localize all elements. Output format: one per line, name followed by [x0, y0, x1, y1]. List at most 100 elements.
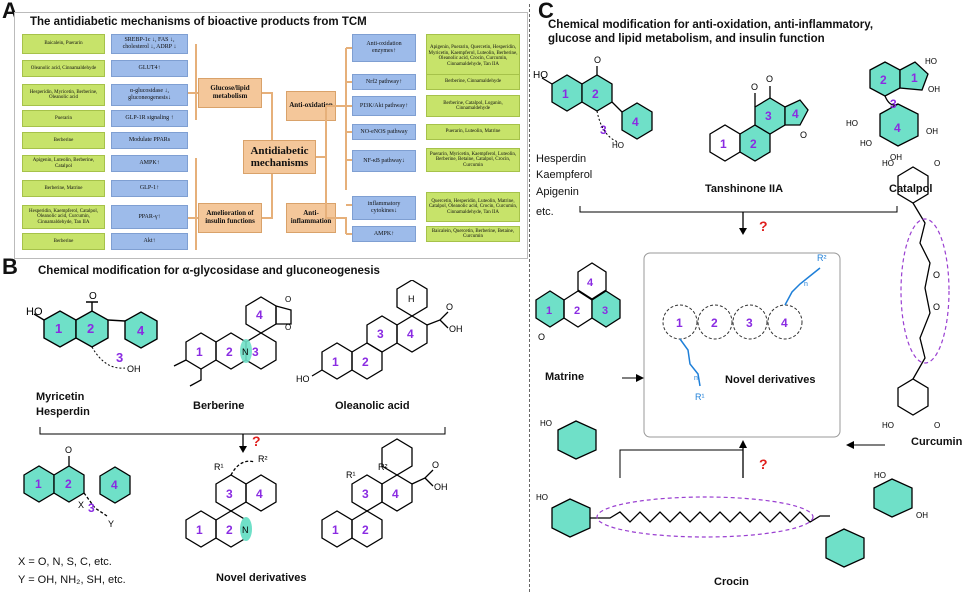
svg-text:OH: OH	[916, 511, 928, 520]
label-hesperdin-c: Hesperdin	[536, 153, 587, 165]
svg-text:1: 1	[546, 305, 552, 317]
mechanism-right-0: Anti-oxidation enzymes↑	[352, 34, 416, 62]
y-note: Y = OH, NH₂, SH, etc.	[18, 574, 126, 586]
panel-b-structures: HO O 1 2 3 4 OH 1 2 3 4 N O O 1 2 3 4 O …	[23, 280, 463, 548]
mechanism-right-2: PI3K/Akt pathway↑	[352, 96, 416, 116]
svg-text:2: 2	[592, 87, 599, 101]
svg-text:N: N	[242, 347, 249, 357]
label-berberine: Berberine	[193, 400, 245, 412]
svg-text:O: O	[751, 82, 758, 92]
label-hesperdin-b: Hesperdin	[36, 406, 90, 418]
compounds-left-0: Baicalein, Puerarin	[22, 34, 105, 54]
svg-text:OH: OH	[926, 127, 938, 136]
svg-text:3: 3	[600, 123, 607, 137]
panel-a-title: The antidiabetic mechanisms of bioactive…	[30, 16, 367, 28]
ring-1-num: 1	[55, 321, 62, 336]
svg-text:R²: R²	[258, 454, 268, 464]
label-novel-c: Novel derivatives	[725, 374, 816, 386]
svg-text:2: 2	[226, 345, 233, 359]
label-matrine: Matrine	[545, 371, 585, 383]
svg-text:2: 2	[362, 523, 369, 537]
svg-text:1: 1	[720, 137, 727, 151]
svg-text:4: 4	[894, 121, 901, 135]
compounds-left-2: Hesperidin, Myricetin, Berberine, Oleano…	[22, 84, 105, 106]
svg-text:1: 1	[676, 316, 683, 330]
compounds-right-3: Puerarin, Luteolin, Matrine	[426, 124, 520, 140]
svg-text:HO: HO	[533, 70, 548, 81]
svg-text:1: 1	[332, 355, 339, 369]
svg-text:HO: HO	[846, 119, 858, 128]
mechanism-right-5: inflammatory cytokines↓	[352, 196, 416, 220]
mechanism-left-3: GLP-1R signaling ↑	[111, 110, 188, 127]
panel-divider	[529, 4, 530, 592]
svg-text:X: X	[78, 500, 84, 510]
mechanism-right-1: Nrf2 pathway↑	[352, 74, 416, 90]
mechanism-right-3: NO-eNOS pathway	[352, 124, 416, 140]
svg-text:HO: HO	[874, 471, 886, 480]
mechanism-left-5: AMPK↑	[111, 155, 188, 172]
hub-insulin: Amelioration of insulin functions	[198, 203, 262, 233]
hub-glucose-lipid: Glucose/lipid metabolism	[198, 78, 262, 108]
svg-text:O: O	[285, 295, 291, 304]
svg-text:n: n	[804, 281, 808, 288]
panel-a-letter: A	[2, 0, 18, 23]
label-catalpol: Catalpol	[889, 183, 933, 195]
ho-label-1: HO	[26, 306, 43, 318]
svg-text:4: 4	[587, 277, 594, 289]
svg-text:1: 1	[35, 477, 42, 491]
svg-text:2: 2	[750, 137, 757, 151]
label-etc: etc.	[536, 206, 554, 218]
berberine-structure	[173, 296, 292, 387]
svg-text:4: 4	[392, 487, 399, 501]
compounds-left-7: Hesperidin, Kaempferol, Catalpol, Oleano…	[22, 205, 105, 229]
svg-text:O: O	[594, 55, 601, 65]
svg-text:HO: HO	[860, 139, 872, 148]
svg-text:1: 1	[196, 523, 203, 537]
svg-text:O: O	[65, 445, 72, 455]
svg-text:R¹: R¹	[346, 470, 356, 480]
svg-text:O: O	[446, 302, 453, 312]
compounds-right-5: Quercetin, Hesperidin, Luteolin, Matrine…	[426, 192, 520, 222]
svg-text:1: 1	[911, 71, 918, 85]
svg-text:O: O	[766, 74, 773, 84]
oh-label-1: OH	[127, 364, 141, 374]
label-crocin: Crocin	[714, 576, 749, 588]
svg-text:OH: OH	[449, 324, 463, 334]
oleanolic-structure	[311, 280, 449, 380]
svg-text:2: 2	[362, 355, 369, 369]
svg-text:R²: R²	[378, 462, 388, 472]
mechanism-right-4: NF-κB pathway↓	[352, 150, 416, 172]
question-mark-c-bottom: ?	[759, 456, 768, 472]
svg-text:O: O	[432, 460, 439, 470]
question-mark-c-top: ?	[759, 218, 768, 234]
svg-text:HO: HO	[540, 419, 552, 428]
compounds-left-3: Puerarin	[22, 110, 105, 127]
svg-text:2: 2	[711, 316, 718, 330]
svg-text:HO: HO	[882, 159, 894, 168]
compounds-right-6: Baicalein, Quercetin, Berberine, Betaine…	[426, 226, 520, 242]
compounds-left-6: Berberine, Matrine	[22, 180, 105, 197]
mechanism-left-2: α-glucosidase ↓, gluconeogenesis↓	[111, 84, 188, 106]
panel-b-title: Chemical modification for α-glycosidase …	[38, 265, 380, 277]
svg-text:R¹: R¹	[695, 392, 705, 402]
compounds-left-1: Oleanolic acid, Cinnamaldehyde	[22, 60, 105, 77]
label-kaempferol: Kaempferol	[536, 169, 593, 181]
svg-text:n: n	[694, 375, 698, 382]
svg-text:3: 3	[746, 316, 753, 330]
svg-text:Y: Y	[108, 519, 114, 529]
mechanism-left-7: PPAR-γ↑	[111, 205, 188, 229]
svg-text:O: O	[934, 421, 940, 430]
svg-text:HO: HO	[536, 493, 548, 502]
svg-text:HO: HO	[882, 421, 894, 430]
svg-text:4: 4	[256, 487, 263, 501]
panel-c-letter: C	[538, 0, 554, 23]
svg-text:4: 4	[256, 308, 263, 322]
svg-text:4: 4	[792, 107, 799, 121]
mechanism-right-6: AMPK↑	[352, 226, 416, 242]
svg-text:R²: R²	[817, 253, 827, 263]
label-myricetin: Myricetin	[36, 391, 85, 403]
mechanism-left-4: Modulate PPARs	[111, 132, 188, 149]
svg-text:R¹: R¹	[214, 462, 224, 472]
label-tanshinone: Tanshinone IIA	[705, 183, 784, 195]
svg-text:1: 1	[196, 345, 203, 359]
